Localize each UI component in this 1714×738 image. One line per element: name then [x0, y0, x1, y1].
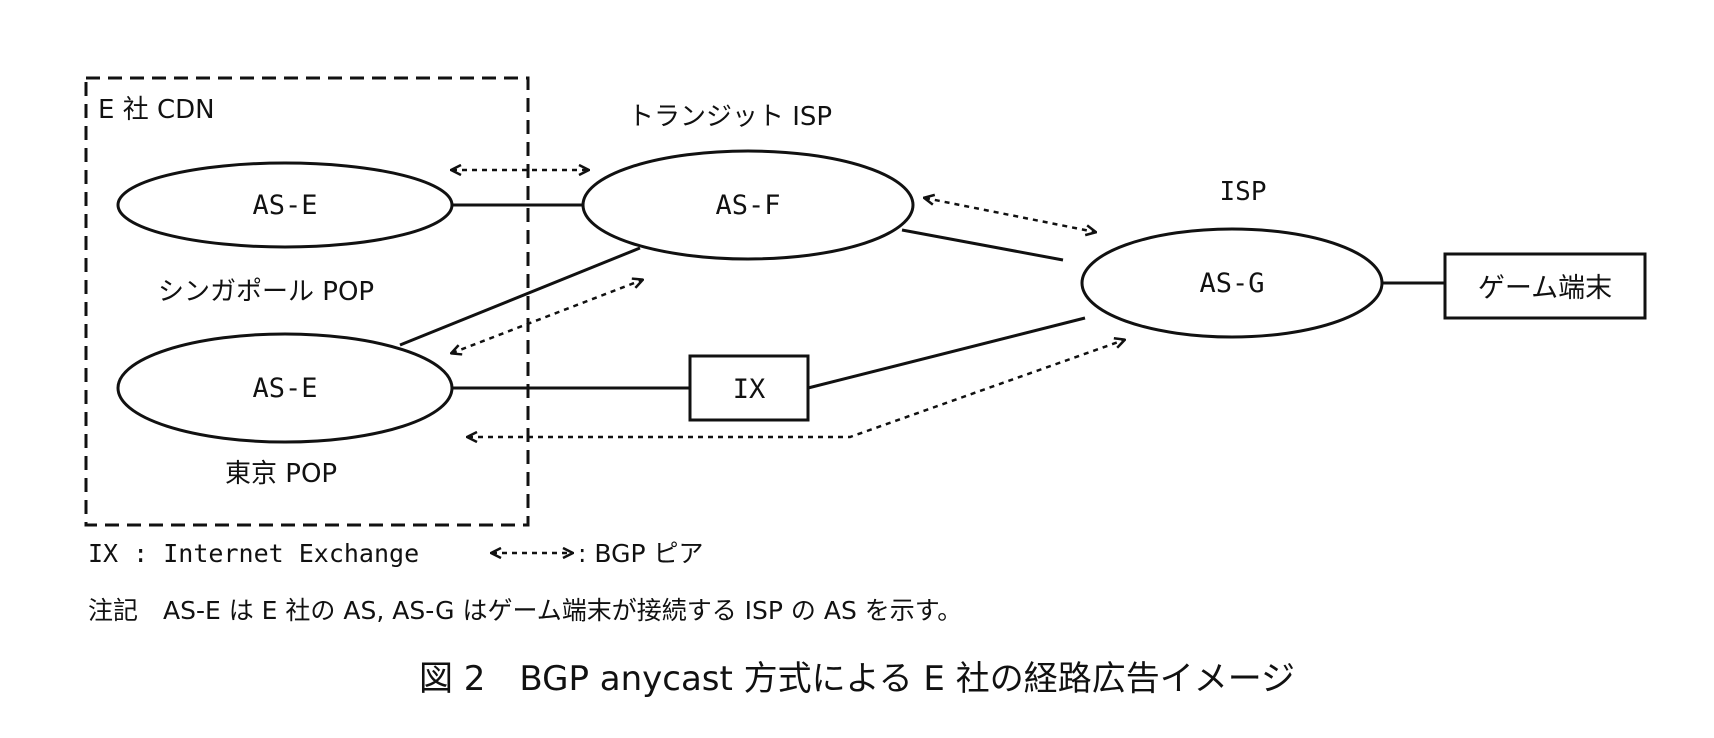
figure-caption: 図 2 BGP anycast 方式による E 社の経路広告イメージ — [419, 659, 1295, 699]
link-asf-asg — [901, 228, 1064, 262]
game-terminal-node — [1443, 252, 1647, 320]
ix-label: IX — [733, 374, 766, 405]
as-e-singapore-node — [116, 161, 454, 249]
singapore-pop-label: シンガポール POP — [158, 277, 374, 307]
isp-group-label: ISP — [1220, 177, 1267, 207]
as-e-tokyo-node — [116, 332, 454, 444]
as-g-label: AS-G — [1199, 268, 1264, 299]
legend-ix: IX : Internet Exchange — [88, 539, 419, 568]
transit-isp-label: トランジット ISP — [628, 102, 832, 132]
link-ase-tokyo-asf — [399, 246, 641, 347]
as-f-node — [581, 149, 915, 261]
as-e-singapore-label: AS-E — [252, 190, 317, 221]
bgp-peer-asf-asg — [925, 198, 1095, 232]
game-terminal-label: ゲーム端末 — [1478, 273, 1612, 304]
ix-node — [688, 354, 810, 422]
as-f-label: AS-F — [715, 190, 780, 221]
as-g-node — [1080, 227, 1384, 339]
cdn-group-label: E 社 CDN — [98, 95, 215, 125]
as-e-tokyo-label: AS-E — [252, 373, 317, 404]
bgp-peer-ase-tokyo-asf — [452, 280, 642, 353]
legend-bgp-peer: : BGP ピア — [578, 539, 703, 568]
link-ix-asg — [807, 316, 1086, 390]
tokyo-pop-label: 東京 POP — [225, 459, 337, 489]
note-text: 注記 AS-E は E 社の AS, AS-G はゲーム端末が接続する ISP … — [88, 596, 962, 625]
bgp-peer-ase-tokyo-asg — [468, 340, 1124, 437]
